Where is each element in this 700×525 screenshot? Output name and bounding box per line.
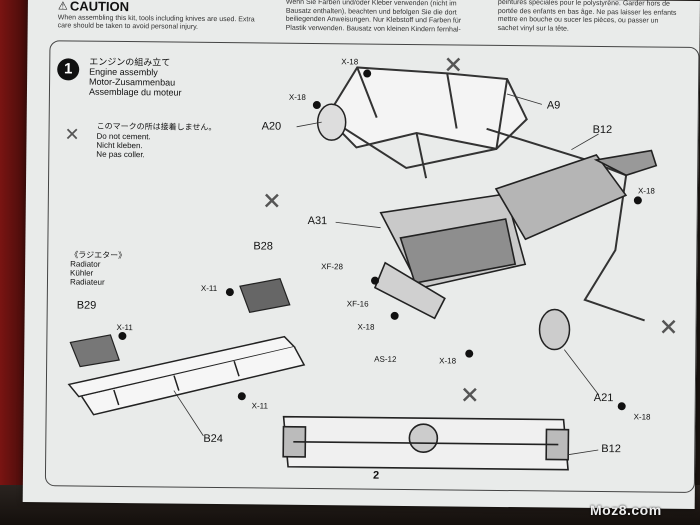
radiator-b29-drawing [69, 334, 120, 368]
frame-b24-drawing [67, 335, 306, 416]
label-x11-a: X-11 [200, 283, 218, 293]
chassis-b12-drawing [282, 415, 570, 471]
label-x18-c: X-18 [637, 186, 655, 196]
part-a20-drawing [316, 103, 347, 141]
watermark: Moz8.com [590, 502, 662, 518]
page-number: 2 [372, 469, 380, 482]
label-b24: B24 [203, 432, 223, 446]
part-a21-drawing [538, 308, 571, 351]
label-b28: B28 [253, 240, 274, 253]
label-x11-b: X-11 [116, 322, 133, 333]
label-x18-e: X-18 [439, 356, 457, 366]
label-xf28: XF-28 [321, 262, 344, 272]
instruction-sheet: ⚠ CAUTION When assembling this kit, tool… [22, 0, 700, 510]
label-a20: A20 [261, 120, 282, 133]
assembly-diagram [67, 57, 676, 471]
label-a31: A31 [307, 214, 328, 228]
label-as12: AS-12 [374, 354, 397, 364]
label-x18-a: X-18 [341, 57, 359, 67]
label-a9: A9 [546, 99, 561, 112]
leader-lines [173, 93, 600, 456]
label-xf16: XF-16 [346, 299, 369, 309]
label-a21: A21 [593, 391, 614, 405]
label-b12-bottom: B12 [601, 443, 621, 456]
label-b29: B29 [76, 299, 97, 312]
label-b12-top: B12 [592, 123, 613, 137]
label-x18-f: X-18 [633, 412, 651, 422]
roll-cage-drawing [325, 66, 645, 322]
radiator-b28-drawing [239, 277, 291, 314]
label-x18-d: X-18 [357, 322, 375, 332]
label-x11-c: X-11 [251, 401, 269, 411]
do-not-cement-marks [264, 57, 676, 402]
engine-drawing [373, 149, 658, 320]
screw-markers [118, 69, 642, 411]
label-x18-b: X-18 [288, 92, 306, 102]
